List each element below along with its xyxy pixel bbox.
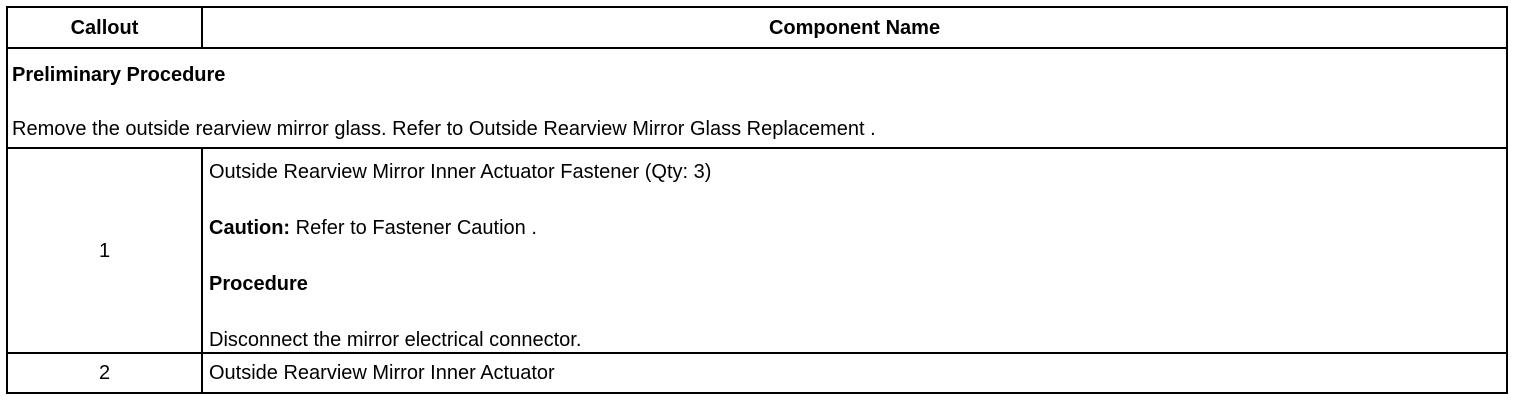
table-header-row: Callout Component Name [6, 6, 1508, 49]
component-name-cell: Outside Rearview Mirror Inner Actuator F… [201, 147, 1508, 354]
callout-table: Callout Component Name Preliminary Proce… [6, 6, 1508, 394]
component-name: Outside Rearview Mirror Inner Actuator [201, 352, 1508, 394]
preliminary-procedure-cell: Preliminary Procedure Remove the outside… [6, 47, 1508, 149]
table-row: 2 Outside Rearview Mirror Inner Actuator [6, 352, 1508, 394]
component-name: Outside Rearview Mirror Inner Actuator F… [209, 161, 712, 183]
component-name-column-header: Component Name [201, 6, 1508, 49]
caution-label: Caution: [209, 217, 291, 239]
table-row: 1 Outside Rearview Mirror Inner Actuator… [6, 147, 1508, 354]
preliminary-procedure-row: Preliminary Procedure Remove the outside… [6, 47, 1508, 149]
callout-column-header: Callout [6, 6, 203, 49]
preliminary-procedure-title: Preliminary Procedure [12, 64, 226, 86]
caution-text: Refer to Fastener Caution . [290, 217, 537, 239]
procedure-label: Procedure [209, 273, 308, 295]
callout-number: 2 [6, 352, 203, 394]
caution-line: Caution: Refer to Fastener Caution . [209, 216, 1506, 240]
procedure-text: Disconnect the mirror electrical connect… [209, 329, 582, 351]
preliminary-procedure-text: Remove the outside rearview mirror glass… [12, 118, 876, 140]
callout-number: 1 [6, 147, 203, 354]
